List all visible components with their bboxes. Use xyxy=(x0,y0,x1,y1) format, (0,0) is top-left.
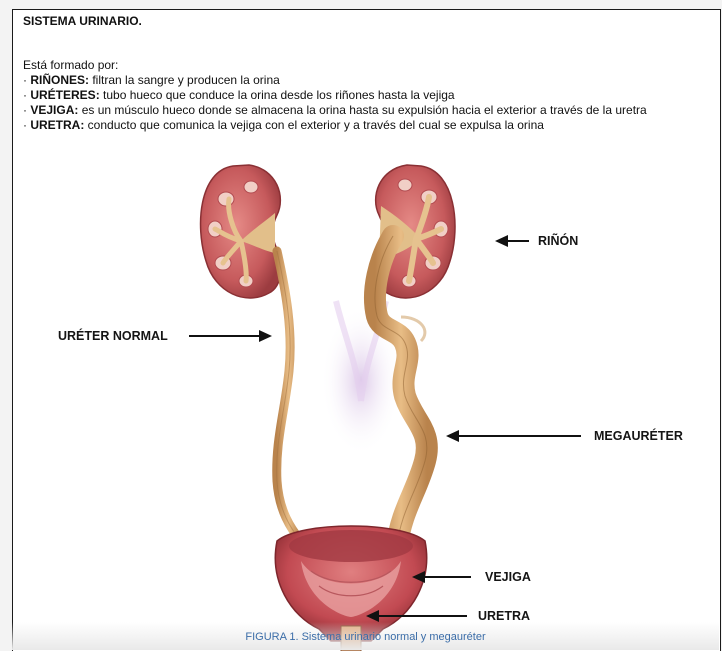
label-rinon-text: RIÑÓN xyxy=(538,233,578,248)
arrow-head xyxy=(446,430,459,442)
arrow-head xyxy=(495,235,508,247)
left-kidney xyxy=(201,165,281,298)
label-megaureter: MEGAURÉTER xyxy=(446,428,683,443)
urinary-system-figure: URÉTER NORMAL RIÑÓN MEGAURÉTER VEJIGA UR… xyxy=(13,10,720,651)
label-uretra-text: URETRA xyxy=(478,609,530,623)
label-vejiga: VEJIGA xyxy=(412,570,531,584)
figure-caption: FIGURA 1. Sistema urinario normal y mega… xyxy=(12,631,719,643)
label-megaureter-text: MEGAURÉTER xyxy=(594,428,683,443)
label-rinon: RIÑÓN xyxy=(495,233,578,248)
label-ureter-normal-text: URÉTER NORMAL xyxy=(58,328,168,343)
label-vejiga-text: VEJIGA xyxy=(485,570,531,584)
arrow-head xyxy=(259,330,272,342)
normal-ureter xyxy=(277,251,301,541)
label-ureter-normal: URÉTER NORMAL xyxy=(58,328,272,343)
document-page: SISTEMA URINARIO. Está formado por: · RI… xyxy=(12,9,721,651)
